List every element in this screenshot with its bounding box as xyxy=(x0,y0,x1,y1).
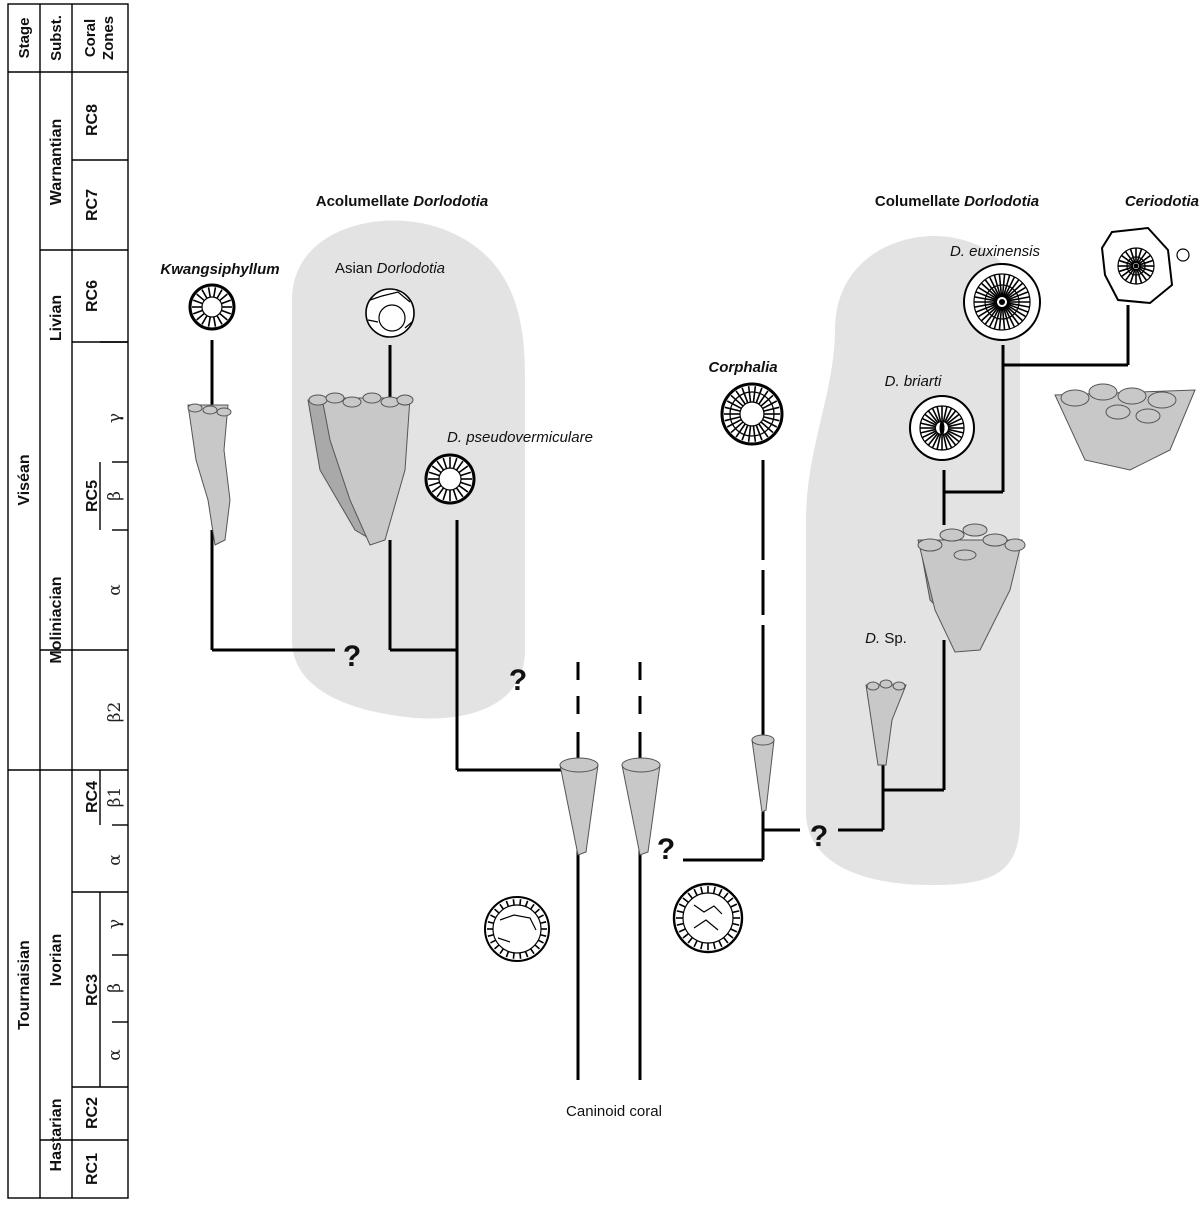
uncertain-marker-1: ? xyxy=(343,640,361,673)
taxon-label-d-pseudovermiculare: D. pseudovermiculare xyxy=(447,429,593,446)
zone-rc6: RC6 xyxy=(84,280,101,312)
group-label-acolumellate: Acolumellate Dorlodotia xyxy=(316,193,489,210)
subzone-alpha-rc3: α xyxy=(105,1049,125,1061)
uncertain-marker-4: ? xyxy=(810,820,828,853)
taxon-label-ceriodotia: Ceriodotia xyxy=(1125,193,1199,210)
substage-moliniacian: Moliniacian xyxy=(48,576,65,663)
svg-text:Zones: Zones xyxy=(100,16,117,60)
stage-tournaisian: Tournaisian xyxy=(16,940,33,1030)
subzone-beta-rc5: β xyxy=(105,491,125,501)
taxon-label-d-euxinensis: D. euxinensis xyxy=(950,243,1041,260)
caninoid-corallum-left xyxy=(560,758,598,855)
asian-dorlodotia-cross-section xyxy=(366,289,414,337)
subzone-beta-rc3: β xyxy=(105,983,125,993)
subzone-alpha-rc4: α xyxy=(105,854,125,866)
subzone-gamma-rc3: γ xyxy=(105,919,125,929)
stage-visean: Viséan xyxy=(16,454,33,505)
taxon-label-corphalia: Corphalia xyxy=(708,359,777,376)
zone-rc7: RC7 xyxy=(84,189,101,221)
caninoid-cross-section-left xyxy=(485,897,549,961)
zone-rc8: RC8 xyxy=(84,104,101,136)
ceriodotia-colony xyxy=(1055,384,1195,470)
substage-hastarian: Hastarian xyxy=(48,1099,65,1172)
caninoid-cross-section-right xyxy=(674,884,742,952)
uncertain-marker-2: ? xyxy=(509,664,527,697)
svg-text:Coral: Coral xyxy=(82,19,99,57)
subzone-alpha-rc5: α xyxy=(105,584,125,596)
septum-line xyxy=(520,953,521,959)
taxon-label-d-briarti: D. briarti xyxy=(885,373,942,390)
zone-rc2: RC2 xyxy=(84,1097,101,1129)
septum-line xyxy=(520,899,521,905)
group-label-columellate: Columellate Dorlodotia xyxy=(875,193,1039,210)
subzone-gamma-rc5: γ xyxy=(105,413,125,423)
taxon-label-caninoid-coral: Caninoid coral xyxy=(566,1103,662,1120)
header-stage: Stage xyxy=(16,18,33,59)
taxon-label-d-sp: D. Sp. xyxy=(865,630,907,647)
taxon-label-kwangsiphyllum: Kwangsiphyllum xyxy=(160,261,279,278)
septum-line xyxy=(513,953,514,959)
uncertain-marker-3: ? xyxy=(657,833,675,866)
corphalia-corallum xyxy=(752,735,774,812)
zone-rc3: RC3 xyxy=(84,974,101,1006)
substage-ivorian: Ivorian xyxy=(48,934,65,986)
subzone-beta1-rc4: β1 xyxy=(105,787,125,808)
d-briarti-cross-section xyxy=(910,396,974,460)
subzone-beta2-rc4: β2 xyxy=(105,702,125,723)
zone-rc4: RC4 xyxy=(84,781,101,813)
zone-rc5: RC5 xyxy=(84,480,101,512)
caninoid-corallum-right xyxy=(622,758,660,855)
header-substage: Subst. xyxy=(48,15,65,61)
substage-warnantian: Warnantian xyxy=(48,119,65,206)
kwangsiphyllum-corallum xyxy=(188,404,231,545)
zone-rc1: RC1 xyxy=(84,1153,101,1185)
header-coral-zones: Coral Zones xyxy=(82,16,117,60)
taxon-label-asian-dorlodotia: Asian Dorlodotia xyxy=(335,260,445,277)
septum-line xyxy=(513,899,514,905)
substage-livian: Livian xyxy=(48,295,65,341)
